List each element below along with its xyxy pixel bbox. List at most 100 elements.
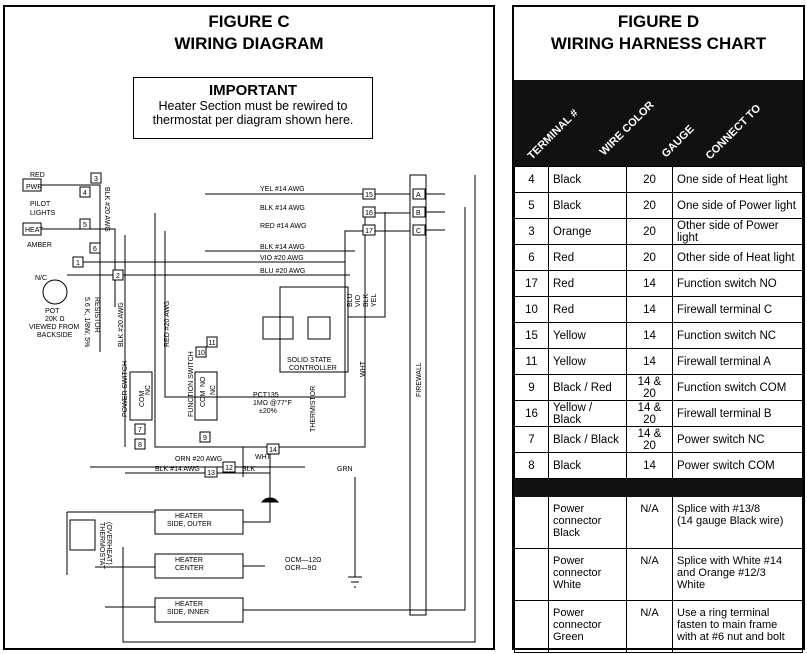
terminal-4: 4 — [79, 186, 91, 198]
wire-color-cell: Orange — [548, 218, 627, 245]
terminal-3: 3 — [90, 172, 102, 184]
label-vio: VIO — [355, 294, 362, 307]
figure-d-title-line2: WIRING HARNESS CHART — [550, 34, 767, 53]
separator-cell — [514, 478, 549, 497]
power-name-line: Black — [553, 527, 580, 539]
wire-color-cell: Yellow / Black — [548, 400, 627, 427]
power-name-line: Green — [553, 631, 584, 643]
terminal-cell: 4 — [514, 166, 549, 193]
wire-color-cell: Red — [548, 296, 627, 323]
power-connect-cell: Splice with #13/8(14 gauge Black wire) — [672, 496, 803, 549]
label-heater-center1: HEATER — [175, 557, 203, 564]
terminal-5: 5 — [79, 218, 91, 230]
power-connect-line: and Orange #12/3 — [677, 567, 766, 579]
terminal-9: 9 — [199, 431, 211, 443]
separator-cell — [548, 478, 627, 497]
label-function-switch: FUNCTION SWITCH — [188, 351, 195, 417]
label-pot: POT — [45, 308, 60, 315]
power-connect-line: (14 gauge Black wire) — [677, 515, 784, 527]
label-power-nc: NC — [145, 385, 152, 395]
label-firewall: FIREWALL — [416, 362, 423, 397]
terminal-cell: 3 — [514, 218, 549, 245]
label-pct: PCT135 — [253, 392, 279, 399]
svg-text:14: 14 — [269, 447, 277, 454]
terminal-13: 13 — [204, 466, 218, 478]
label-red: RED — [30, 172, 45, 179]
svg-text:9: 9 — [203, 435, 207, 442]
power-name-line: connector — [553, 619, 602, 631]
svg-text:10: 10 — [197, 350, 205, 357]
power-connect-line: Use a ring terminal — [677, 607, 770, 619]
power-name-line: connector — [553, 515, 602, 527]
label-thermostat: THERMOSTAT — [98, 522, 105, 570]
figure-c-title: FIGURE C WIRING DIAGRAM — [5, 11, 493, 55]
label-pct-tol: ±20% — [259, 408, 277, 415]
power-name-line: Power — [553, 555, 585, 567]
label-yel: YEL — [371, 294, 378, 307]
gauge-cell: 14 & 20 — [626, 374, 673, 401]
label-ocr: OCR—9Ω — [285, 565, 317, 572]
label-heater-inner1: HEATER — [175, 601, 203, 608]
wire-color-cell: Black / Red — [548, 374, 627, 401]
wire-color-cell: Yellow — [548, 348, 627, 375]
terminal-cell: 8 — [514, 452, 549, 479]
power-terminal-cell — [514, 496, 549, 549]
label-wht-bottom: WHT — [255, 454, 272, 461]
power-name-line: connector — [553, 567, 602, 579]
label-solid-state: SOLID STATE — [287, 357, 332, 364]
power-connect-line: White — [677, 579, 706, 591]
svg-text:17: 17 — [365, 228, 373, 235]
table-header-band: TERMINAL # WIRE COLOR GAUGE CONNECT TO — [514, 80, 803, 166]
svg-text:6: 6 — [93, 246, 97, 253]
connect-to-cell: Firewall terminal A — [672, 348, 803, 375]
figure-d-title-line1: FIGURE D — [617, 12, 700, 31]
label-power-switch: POWER SWITCH — [122, 361, 129, 417]
label-resistor: RESISTOR — [93, 297, 100, 333]
header-connect-to: CONNECT TO — [704, 102, 764, 162]
connect-to-cell: Function switch NC — [672, 322, 803, 349]
firewall-bar — [409, 174, 427, 616]
power-terminal-cell — [514, 548, 549, 601]
label-thermistor: THERMISTOR — [310, 386, 317, 432]
wire-color-cell: Black — [548, 452, 627, 479]
svg-text:12: 12 — [225, 465, 233, 472]
label-pwr: PWR — [26, 184, 42, 191]
connect-to-cell: Other side of Heat light — [672, 244, 803, 271]
terminal-12: 12 — [222, 461, 236, 473]
gauge-cell: 14 — [626, 452, 673, 479]
figure-c-title-line1: FIGURE C — [208, 12, 290, 31]
label-wht-side: WHT — [360, 360, 367, 377]
label-pot-spec: 20K Ω — [45, 316, 65, 323]
label-term-b: B — [416, 210, 421, 217]
gauge-cell: 14 & 20 — [626, 426, 673, 453]
connect-to-cell: One side of Heat light — [672, 166, 803, 193]
label-red14: RED #14 AWG — [260, 223, 306, 230]
terminal-11: 11 — [206, 336, 218, 348]
label-ocm: OCM—12Ω — [285, 557, 321, 564]
svg-text:4: 4 — [83, 190, 87, 197]
gauge-cell: 14 — [626, 270, 673, 297]
header-wire-color: WIRE COLOR — [598, 99, 657, 158]
connect-to-cell: Power switch COM — [672, 452, 803, 479]
wire-color-cell: Red — [548, 244, 627, 271]
separator-cell — [672, 478, 803, 497]
wire-color-cell: Black / Black — [548, 426, 627, 453]
svg-text:5: 5 — [83, 222, 87, 229]
label-function-no: NO — [200, 376, 207, 387]
label-function-nc: NC — [210, 385, 217, 395]
svg-text:1: 1 — [76, 260, 80, 267]
power-gauge-cell: N/A — [626, 548, 673, 601]
label-blk20: BLK #20 AWG — [118, 302, 125, 347]
important-text-line2: thermostat per diagram shown here. — [152, 113, 354, 127]
label-resistor-spec: 5.6 K, 1/8W, 5% — [83, 297, 90, 347]
label-heater-outer2: SIDE, OUTER — [167, 521, 212, 528]
